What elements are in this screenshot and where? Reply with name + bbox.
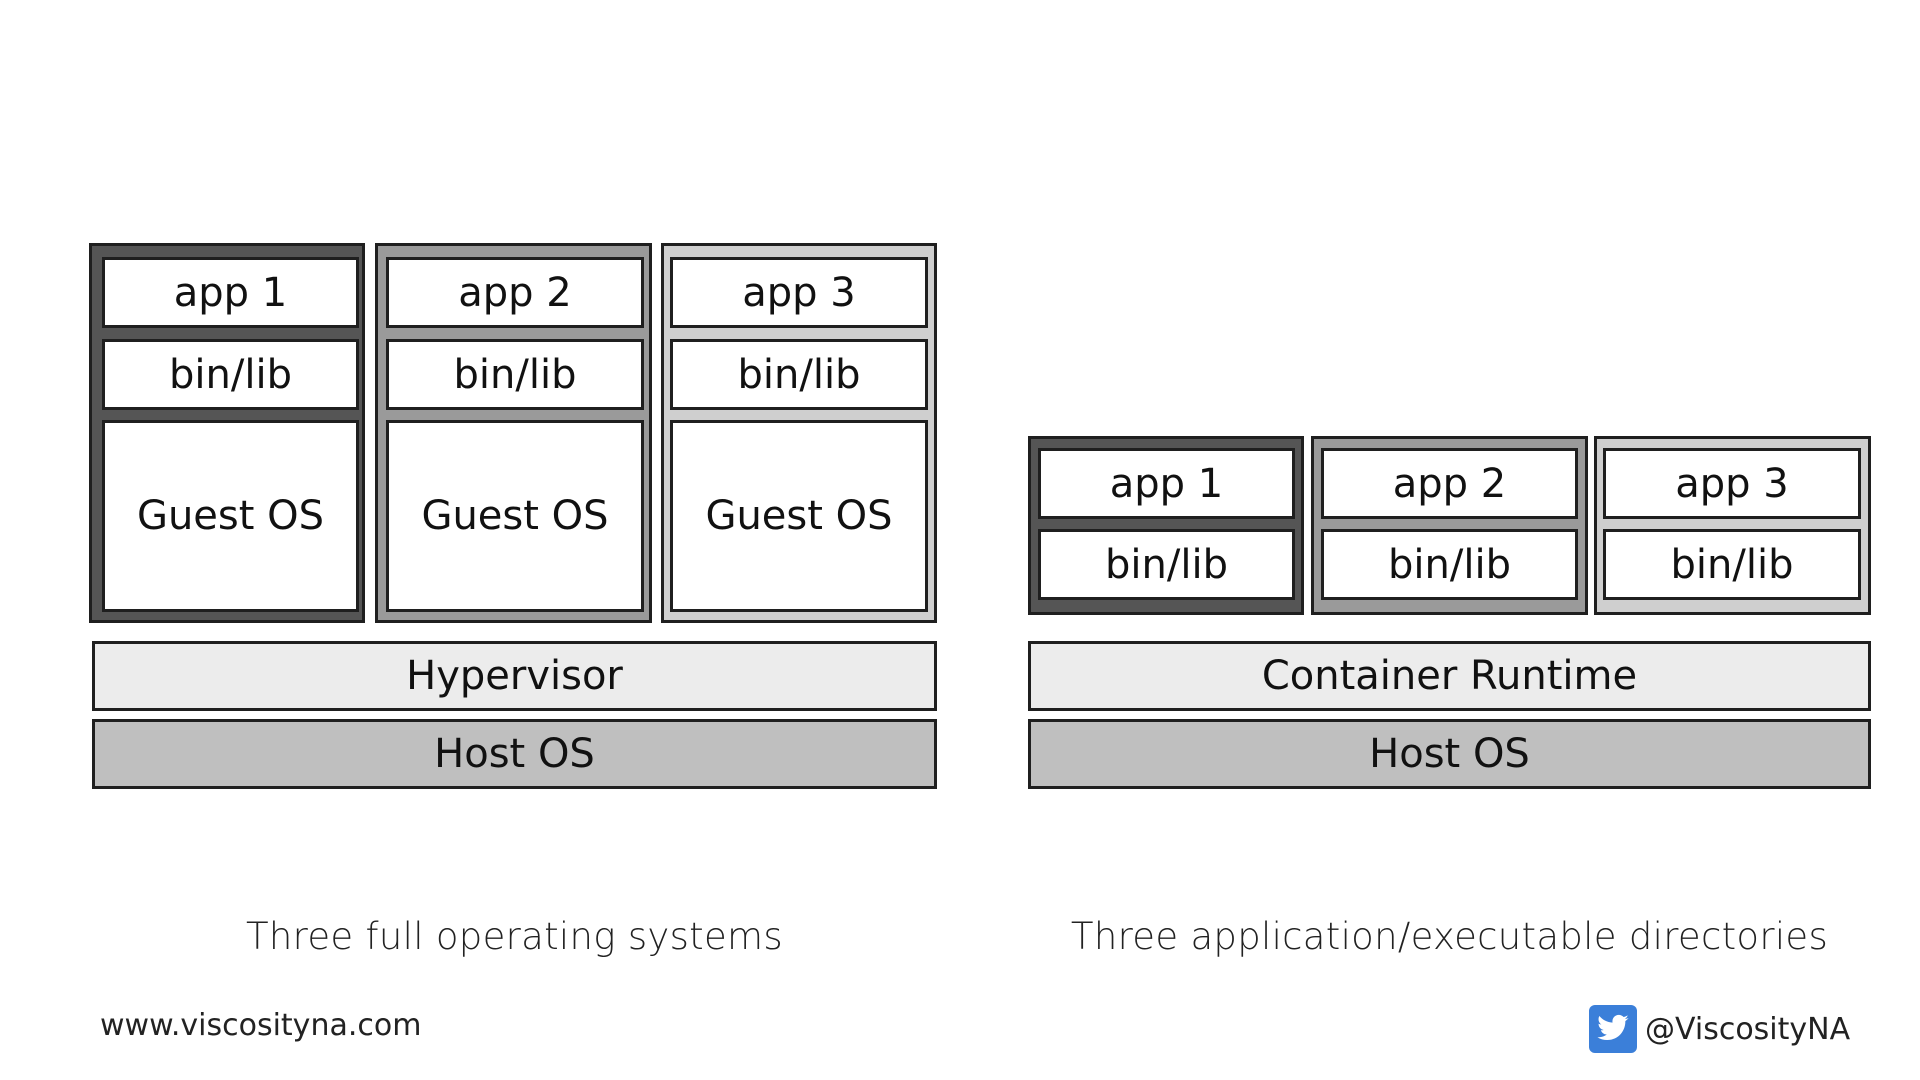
container-1-app-label: app 1 — [1109, 460, 1224, 507]
container-runtime-bar: Container Runtime — [1028, 641, 1871, 711]
vm-2-guest-os-label: Guest OS — [421, 493, 609, 539]
vm-1-binlib-label: bin/lib — [169, 351, 292, 398]
vm-1-guest-os-box: Guest OS — [102, 420, 359, 612]
vm-2-binlib-box: bin/lib — [386, 339, 644, 410]
vm-caption: Three full operating systems — [246, 915, 783, 958]
vm-3-binlib-label: bin/lib — [737, 351, 861, 398]
container-2-app-box: app 2 — [1321, 448, 1578, 519]
hypervisor-bar: Hypervisor — [92, 641, 937, 711]
twitter-bird-icon — [1589, 1005, 1637, 1053]
vm-2-guest-os-box: Guest OS — [386, 420, 644, 612]
vm-3-app-label: app 3 — [742, 269, 856, 316]
container-host-os-bar: Host OS — [1028, 719, 1871, 789]
vm-2-app-label: app 2 — [458, 269, 572, 316]
vm-host-os-bar: Host OS — [92, 719, 937, 789]
vm-3-binlib-box: bin/lib — [670, 339, 928, 410]
hypervisor-label: Hypervisor — [406, 653, 623, 699]
container-caption: Three application/executable directories — [1070, 915, 1829, 958]
container-2-app-label: app 2 — [1392, 460, 1507, 507]
vm-1-app-box: app 1 — [102, 257, 359, 328]
container-3-app-box: app 3 — [1603, 448, 1861, 519]
vm-1-binlib-box: bin/lib — [102, 339, 359, 410]
twitter-handle-link[interactable]: @ViscosityNA — [1589, 1004, 1850, 1054]
twitter-handle-label: @ViscosityNA — [1645, 1011, 1851, 1047]
vm-1-guest-os-label: Guest OS — [136, 493, 325, 539]
vm-2-binlib-label: bin/lib — [453, 351, 577, 398]
container-2-binlib-box: bin/lib — [1321, 529, 1578, 600]
container-2-binlib-label: bin/lib — [1388, 541, 1511, 588]
container-3-binlib-label: bin/lib — [1670, 541, 1794, 588]
website-link[interactable]: www.viscosityna.com — [100, 1008, 422, 1043]
container-1-app-box: app 1 — [1038, 448, 1295, 519]
container-1-binlib-box: bin/lib — [1038, 529, 1295, 600]
container-host-os-label: Host OS — [1369, 731, 1530, 777]
vm-host-os-label: Host OS — [434, 731, 595, 777]
container-runtime-label: Container Runtime — [1261, 653, 1638, 699]
vm-1-app-label: app 1 — [173, 269, 288, 316]
vm-2-app-box: app 2 — [386, 257, 644, 328]
vm-3-app-box: app 3 — [670, 257, 928, 328]
vm-3-guest-os-label: Guest OS — [705, 493, 893, 539]
container-3-app-label: app 3 — [1675, 460, 1789, 507]
container-1-binlib-label: bin/lib — [1105, 541, 1228, 588]
container-3-binlib-box: bin/lib — [1603, 529, 1861, 600]
vm-3-guest-os-box: Guest OS — [670, 420, 928, 612]
